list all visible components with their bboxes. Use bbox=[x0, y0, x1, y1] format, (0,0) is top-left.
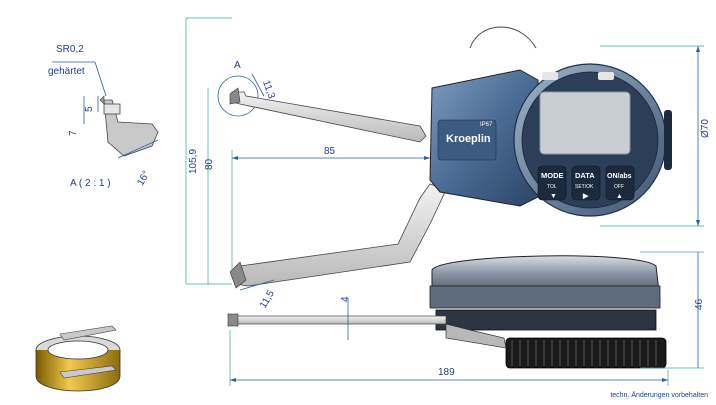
dim-5: 5 bbox=[84, 106, 95, 112]
brand-plate bbox=[437, 119, 497, 161]
length-189-dimension: 189 bbox=[229, 330, 669, 386]
button-mode-sub: TOL bbox=[547, 184, 557, 190]
lower-arm bbox=[235, 183, 447, 287]
indicator-light-left bbox=[542, 72, 558, 80]
dim-16-deg: 16° bbox=[135, 169, 152, 188]
hardened-note: gehärtet bbox=[48, 66, 85, 77]
upper-arm bbox=[231, 91, 427, 143]
lcd-screen bbox=[539, 91, 631, 155]
side-port bbox=[664, 110, 672, 170]
button-data-sub: SET/OK bbox=[575, 184, 594, 190]
lower-tip bbox=[229, 261, 247, 289]
button-on-sub: OFF bbox=[614, 184, 624, 190]
button-mode[interactable]: MODE TOL ▼ bbox=[537, 165, 567, 201]
button-data-label: DATA bbox=[575, 171, 595, 180]
right-arrow-icon: ▶ bbox=[582, 193, 589, 200]
diameter-70-dimension: Ø70 bbox=[600, 45, 711, 227]
detail-scale-label: A ( 2 : 1 ) bbox=[70, 178, 111, 189]
detail-a-view: SR0,2 gehärtet 5 7 16° A ( 2 : 1 ) bbox=[48, 44, 159, 189]
dim-height-46: 46 bbox=[694, 298, 705, 310]
ip-rating-badge: IP67 bbox=[480, 122, 493, 128]
detail-a-label: A bbox=[234, 60, 241, 71]
down-arrow-icon: ▼ bbox=[550, 193, 557, 200]
button-on-label: ON/abs bbox=[607, 173, 632, 180]
button-on-off[interactable]: ON/abs OFF ▲ bbox=[605, 165, 635, 201]
disclaimer-note: techn. Änderungen vorbehalten bbox=[610, 392, 708, 399]
side-view bbox=[227, 255, 667, 369]
button-mode-label: MODE bbox=[541, 171, 564, 180]
dim-height-105-9: 105,9 bbox=[188, 149, 199, 174]
brand-label: Kroeplin bbox=[446, 133, 491, 145]
dim-11-3: 11,3 bbox=[260, 79, 277, 101]
upper-tip bbox=[229, 87, 241, 105]
dim-tip-11-5: 11,5 bbox=[258, 288, 277, 310]
overall-height-dimension: 105,9 bbox=[185, 17, 232, 285]
button-data[interactable]: DATA SET/OK ▶ bbox=[571, 165, 601, 201]
up-arrow-icon: ▲ bbox=[616, 193, 623, 200]
height-46-dimension: 46 bbox=[640, 251, 705, 369]
dim-diameter-70: Ø70 bbox=[700, 119, 711, 138]
dim-reach-85: 85 bbox=[324, 146, 336, 157]
top-loop bbox=[469, 26, 537, 49]
indicator-light-right bbox=[598, 72, 614, 80]
dim-7: 7 bbox=[68, 130, 79, 136]
ring-illustration bbox=[35, 325, 121, 392]
radius-note: SR0,2 bbox=[56, 44, 84, 55]
height-80-dimension: 80 bbox=[204, 88, 215, 284]
dim-length-189: 189 bbox=[438, 367, 455, 378]
dim-height-80: 80 bbox=[204, 158, 215, 170]
dim-thickness-4: 4 bbox=[340, 296, 351, 302]
reach-85-dimension: 85 bbox=[231, 146, 430, 272]
thickness-4-dimension: 4 bbox=[340, 296, 351, 340]
